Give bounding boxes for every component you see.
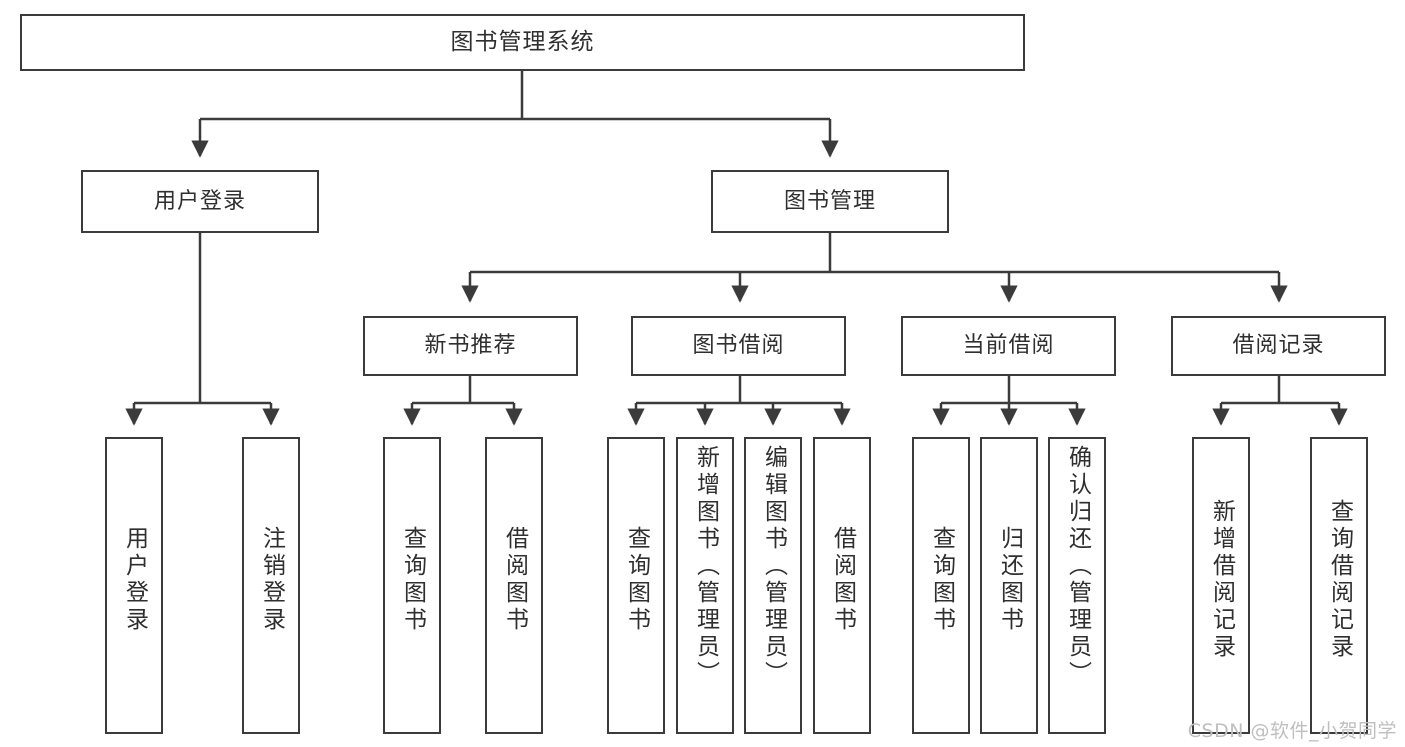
leaf-edit-book-admin-label: 编辑图书（管理员）: [760, 445, 787, 688]
node-book-management[interactable]: 图书管理: [711, 170, 949, 233]
leaf-query-book-borrow-label: 查询图书: [623, 525, 650, 634]
leaf-borrow-book-label: 借阅图书: [829, 525, 856, 634]
leaf-borrow-book-recommend-label: 借阅图书: [501, 525, 528, 634]
leaf-add-borrow-record-label: 新增借阅记录: [1208, 498, 1235, 661]
leaf-edit-book-admin[interactable]: 编辑图书（管理员）: [744, 437, 802, 734]
leaf-add-borrow-record[interactable]: 新增借阅记录: [1192, 437, 1250, 734]
node-borrow-record[interactable]: 借阅记录: [1171, 316, 1386, 376]
node-root-label: 图书管理系统: [450, 28, 595, 55]
leaf-query-book-current-label: 查询图书: [928, 525, 955, 634]
leaf-query-book-current[interactable]: 查询图书: [912, 437, 970, 734]
node-root[interactable]: 图书管理系统: [20, 14, 1025, 71]
node-user-login[interactable]: 用户登录: [81, 170, 319, 233]
node-current-borrow-label: 当前借阅: [962, 333, 1055, 359]
leaf-add-book-admin-label: 新增图书（管理员）: [692, 445, 719, 688]
leaf-logout-label: 注销登录: [258, 525, 285, 634]
leaf-borrow-book[interactable]: 借阅图书: [813, 437, 871, 734]
leaf-confirm-return-admin-label: 确认归还（管理员）: [1064, 445, 1091, 688]
leaf-query-book-recommend[interactable]: 查询图书: [383, 437, 441, 734]
leaf-user-login[interactable]: 用户登录: [105, 437, 163, 734]
node-new-book-recommend-label: 新书推荐: [424, 333, 517, 359]
leaf-query-book-recommend-label: 查询图书: [399, 525, 426, 634]
leaf-add-book-admin[interactable]: 新增图书（管理员）: [676, 437, 734, 734]
node-book-borrow-label: 图书借阅: [692, 333, 785, 359]
leaf-borrow-book-recommend[interactable]: 借阅图书: [485, 437, 543, 734]
watermark: CSDN @软件_小贺同学: [1187, 720, 1397, 742]
node-current-borrow[interactable]: 当前借阅: [901, 316, 1116, 376]
leaf-query-borrow-record[interactable]: 查询借阅记录: [1310, 437, 1368, 734]
node-borrow-record-label: 借阅记录: [1232, 333, 1325, 359]
node-user-login-label: 用户登录: [153, 188, 246, 214]
leaf-confirm-return-admin[interactable]: 确认归还（管理员）: [1048, 437, 1106, 734]
node-new-book-recommend[interactable]: 新书推荐: [363, 316, 578, 376]
leaf-logout[interactable]: 注销登录: [242, 437, 300, 734]
leaf-return-book[interactable]: 归还图书: [980, 437, 1038, 734]
leaf-query-borrow-record-label: 查询借阅记录: [1326, 498, 1353, 661]
node-book-borrow[interactable]: 图书借阅: [631, 316, 846, 376]
leaf-user-login-label: 用户登录: [121, 525, 148, 634]
node-book-management-label: 图书管理: [783, 188, 876, 214]
leaf-query-book-borrow[interactable]: 查询图书: [607, 437, 665, 734]
leaf-return-book-label: 归还图书: [996, 525, 1023, 634]
